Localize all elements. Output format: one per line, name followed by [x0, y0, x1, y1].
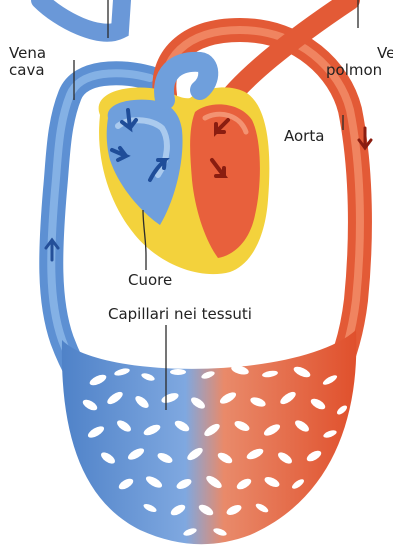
vena-cava-label: Vena cava [9, 45, 46, 79]
aorta-label: Aorta [284, 128, 324, 145]
pulmonary-veins-label-line2: polmon [326, 62, 393, 79]
upper-vein-vessel [40, 0, 122, 33]
heart [99, 87, 270, 274]
vena-cava-label-line1: Vena [9, 45, 46, 62]
heart-label: Cuore [128, 272, 172, 289]
capillaries-label: Capillari nei tessuti [108, 306, 252, 323]
pulmonary-artery-vessel [164, 62, 208, 100]
pulmonary-veins-label: Ve polmon [326, 45, 393, 79]
vena-cava-label-line2: cava [9, 62, 46, 79]
pulmonary-veins-label-line1: Ve [326, 45, 393, 62]
